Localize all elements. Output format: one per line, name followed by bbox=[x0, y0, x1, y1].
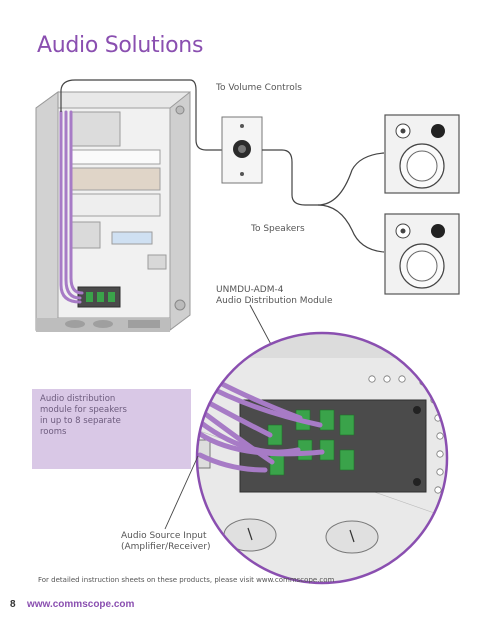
speaker-top bbox=[384, 114, 460, 194]
module-label-name: Audio Distribution Module bbox=[216, 296, 333, 306]
volume-control-cable bbox=[60, 79, 222, 151]
footer-url-link[interactable]: www.commscope.com bbox=[27, 599, 135, 610]
source-label-line1: Audio Source Input bbox=[121, 531, 207, 541]
footer-note: For detailed instruction sheets on these… bbox=[38, 576, 335, 584]
volume-control-plate bbox=[221, 116, 263, 184]
volume-controls-label: To Volume Controls bbox=[216, 83, 302, 93]
source-leader-line bbox=[164, 455, 199, 530]
callout-line: module for speakers bbox=[40, 405, 127, 415]
speaker-cable-top bbox=[317, 152, 385, 206]
source-label: Audio Source Input (Amplifier/Receiver) bbox=[121, 531, 211, 553]
callout-line: Audio distribution bbox=[40, 394, 116, 404]
callout-box: Audio distribution module for speakers i… bbox=[32, 389, 191, 469]
source-label-line2: (Amplifier/Receiver) bbox=[121, 542, 211, 552]
module-label: UNMDU-ADM-4 Audio Distribution Module bbox=[216, 285, 333, 307]
structured-media-enclosure bbox=[35, 90, 191, 332]
callout-line: rooms bbox=[40, 427, 67, 437]
callout-line: in up to 8 separate bbox=[40, 416, 121, 426]
callout-text: Audio distribution module for speakers i… bbox=[40, 394, 180, 438]
speaker-bottom bbox=[384, 213, 460, 295]
speaker-cable-trunk bbox=[262, 149, 318, 206]
enclosure-cables bbox=[59, 110, 84, 304]
page-title: Audio Solutions bbox=[37, 33, 204, 58]
speaker-cable-bottom bbox=[317, 204, 385, 253]
page-number: 8 bbox=[10, 599, 16, 610]
zoom-detail bbox=[197, 333, 447, 583]
module-label-model: UNMDU-ADM-4 bbox=[216, 285, 284, 295]
speakers-label: To Speakers bbox=[251, 224, 305, 234]
